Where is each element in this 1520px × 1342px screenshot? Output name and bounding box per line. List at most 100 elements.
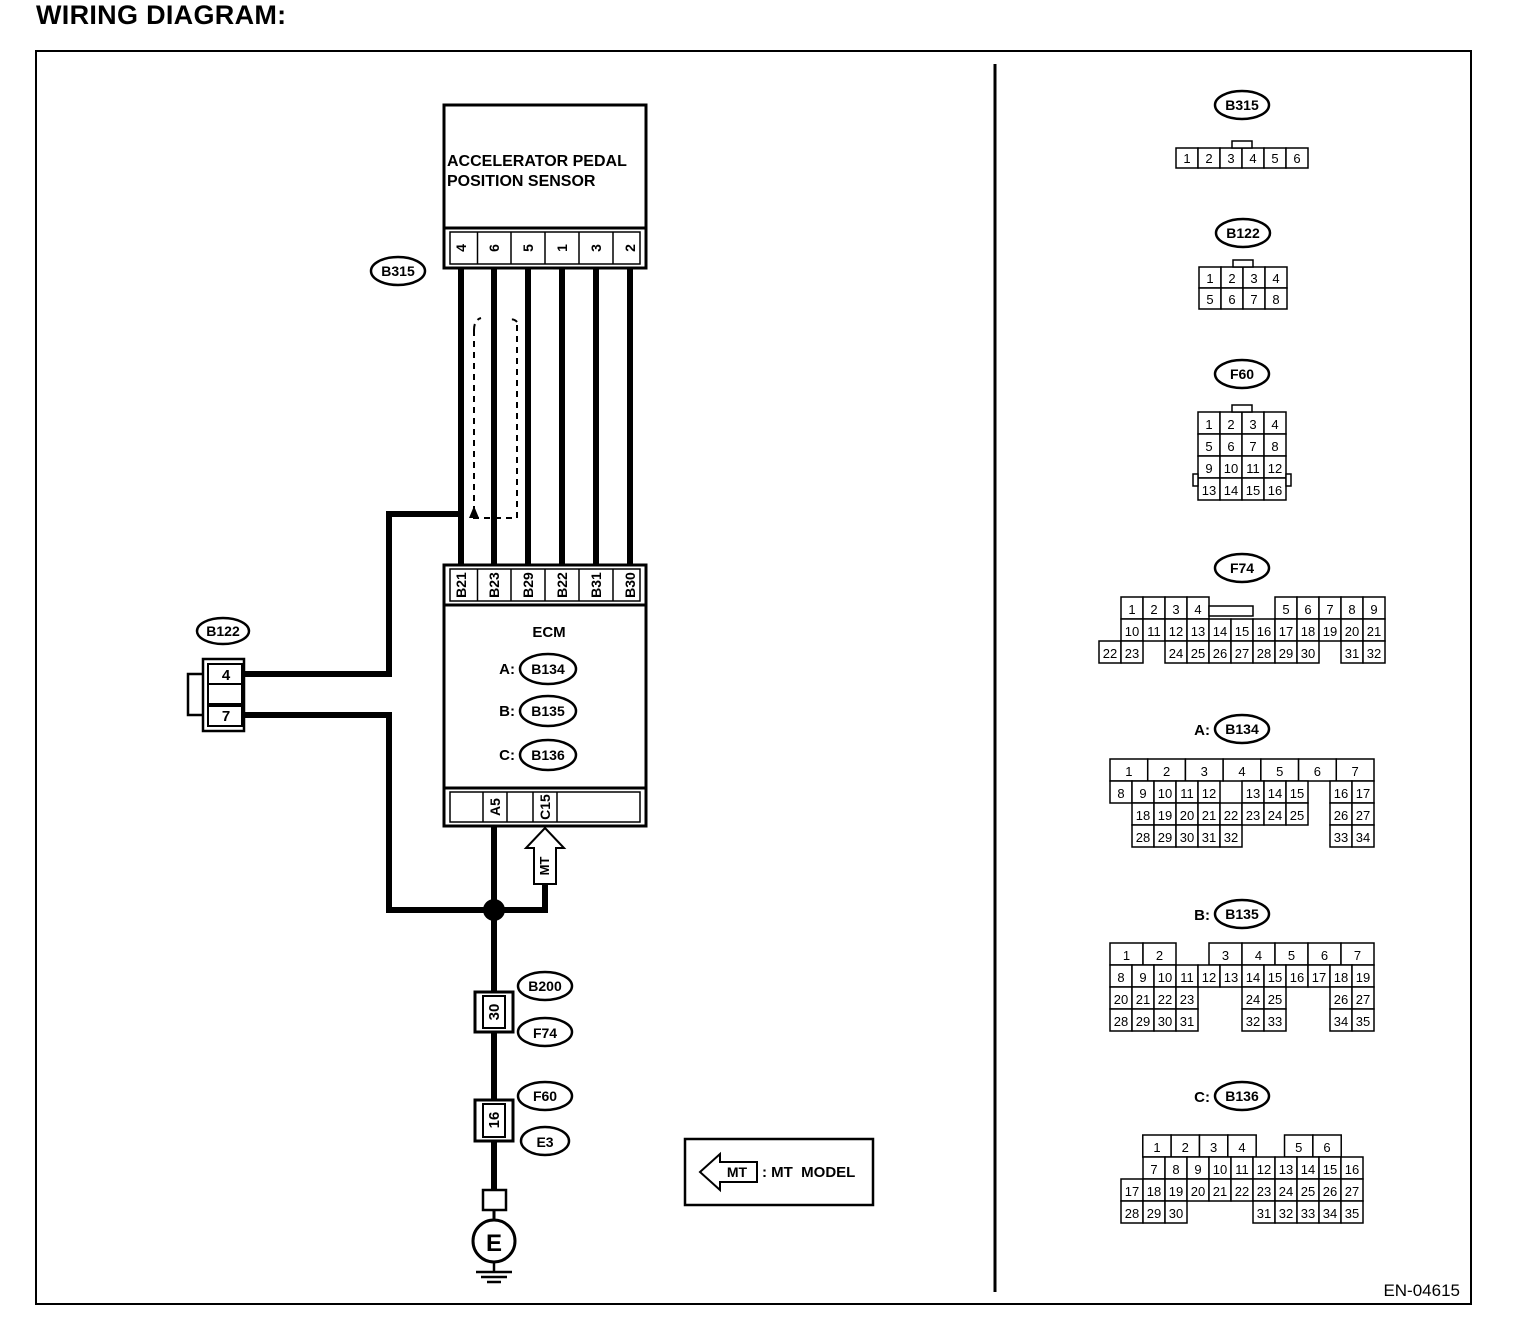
b122-label: B122: [206, 623, 240, 639]
connector-pin: 30: [1301, 646, 1315, 661]
connector-pin: 2: [1150, 602, 1157, 617]
connector-pin: 2: [1205, 151, 1212, 166]
connector-pin: 34: [1323, 1206, 1337, 1221]
connector-pin: 20: [1114, 992, 1128, 1007]
connector-pin: 27: [1345, 1184, 1359, 1199]
connector-pin: 10: [1125, 624, 1139, 639]
connector-pin: 26: [1334, 808, 1348, 823]
ecm-connector-prefix-1: B:: [499, 703, 515, 720]
connector-pin: 6: [1304, 602, 1311, 617]
connector-pin: 13: [1202, 483, 1216, 498]
ecm-terminal-c15: C15: [537, 794, 553, 820]
connector-pin: 12: [1202, 786, 1216, 801]
sensor-name-line2: POSITION SENSOR: [447, 173, 596, 190]
connector-pin: 22: [1224, 808, 1238, 823]
connector-pin: 31: [1202, 830, 1216, 845]
connector-pin: 9: [1139, 970, 1146, 985]
b122-pin-4: 4: [222, 667, 231, 684]
connector-pin: 29: [1136, 1014, 1150, 1029]
connector-pin: 32: [1246, 1014, 1260, 1029]
connector-pin: 15: [1323, 1162, 1337, 1177]
connector-pin: 6: [1227, 439, 1234, 454]
sensor-pin-3: 1: [554, 244, 570, 252]
connector-pin: 3: [1249, 417, 1256, 432]
connector-pin: 5: [1295, 1140, 1302, 1155]
connector-pin: 34: [1334, 1014, 1348, 1029]
connector-pin: 12: [1169, 624, 1183, 639]
connector-pin: 18: [1136, 808, 1150, 823]
connector-pin: 26: [1213, 646, 1227, 661]
connector-pin: 7: [1354, 948, 1361, 963]
connector-pin: 3: [1201, 764, 1208, 779]
connector-pin: 8: [1271, 439, 1278, 454]
connector-pin: 4: [1194, 602, 1201, 617]
ecm-top-terminal-0: B21: [453, 572, 469, 598]
connector-pin: 12: [1257, 1162, 1271, 1177]
connector-pin: 9: [1139, 786, 1146, 801]
connector-pin: 7: [1249, 439, 1256, 454]
b122-pin-7: 7: [222, 708, 230, 725]
connector-pin: 8: [1348, 602, 1355, 617]
connector-pin: 3: [1250, 271, 1257, 286]
connector-pin: 35: [1345, 1206, 1359, 1221]
connector-pin: 29: [1158, 830, 1172, 845]
connector-pin: 8: [1117, 970, 1124, 985]
connector-pin: 7: [1352, 764, 1359, 779]
ecm-top-terminal-2: B29: [520, 572, 536, 598]
connector-pin: 8: [1117, 786, 1124, 801]
connector-pin: 23: [1180, 992, 1194, 1007]
connector-pin: 32: [1367, 646, 1381, 661]
connector-pin: 25: [1301, 1184, 1315, 1199]
joint-connector-16: 16 F60 E3: [473, 1080, 574, 1157]
sensor-pin-2: 5: [520, 244, 536, 252]
ecm-title: ECM: [532, 624, 565, 641]
diagram-frame: [35, 50, 1472, 1305]
connector-pin: 20: [1345, 624, 1359, 639]
connector-pin: 2: [1227, 417, 1234, 432]
connector-pin: 10: [1158, 786, 1172, 801]
connector-pin: 5: [1282, 602, 1289, 617]
connector-pin: 5: [1288, 948, 1295, 963]
connector-pin: 26: [1334, 992, 1348, 1007]
connector-pin: 14: [1268, 786, 1282, 801]
connector-pin: 21: [1367, 624, 1381, 639]
connector-pin: 34: [1356, 830, 1370, 845]
connector-pin: 33: [1334, 830, 1348, 845]
connector-pin: 1: [1123, 948, 1130, 963]
connector-pin: 22: [1103, 646, 1117, 661]
ecm-connector-id-2: B136: [531, 747, 565, 763]
connector-pin: 5: [1206, 292, 1213, 307]
connector-pin: 24: [1279, 1184, 1293, 1199]
connector-pin: 11: [1246, 461, 1260, 476]
connector-pin: 2: [1228, 271, 1235, 286]
ground-label: E: [486, 1230, 502, 1257]
connector-pin: 16: [1257, 624, 1271, 639]
connector-pin: 7: [1150, 1162, 1157, 1177]
connector-pin: 15: [1290, 786, 1304, 801]
connector-pin: 26: [1323, 1184, 1337, 1199]
connector-pin: 21: [1136, 992, 1150, 1007]
connector-pin: 9: [1205, 461, 1212, 476]
connector-pin: 17: [1312, 970, 1326, 985]
connector-pin: 29: [1279, 646, 1293, 661]
f74-label: F74: [533, 1025, 557, 1041]
ecm-top-terminal-5: B30: [622, 572, 638, 598]
connector-pin: 23: [1257, 1184, 1271, 1199]
connector-pin: 22: [1235, 1184, 1249, 1199]
sensor-pin-4: 3: [588, 244, 604, 252]
connector-pin: 30: [1169, 1206, 1183, 1221]
connector-pin: 21: [1202, 808, 1216, 823]
connector-pin: 25: [1290, 808, 1304, 823]
connector-pin: 10: [1158, 970, 1172, 985]
connector-pin: 31: [1180, 1014, 1194, 1029]
connector-pin: 20: [1180, 808, 1194, 823]
connector-pin: 13: [1246, 786, 1260, 801]
legend-box: MT : MT MODEL: [683, 1137, 875, 1207]
wire-junction-dot: [483, 899, 505, 921]
